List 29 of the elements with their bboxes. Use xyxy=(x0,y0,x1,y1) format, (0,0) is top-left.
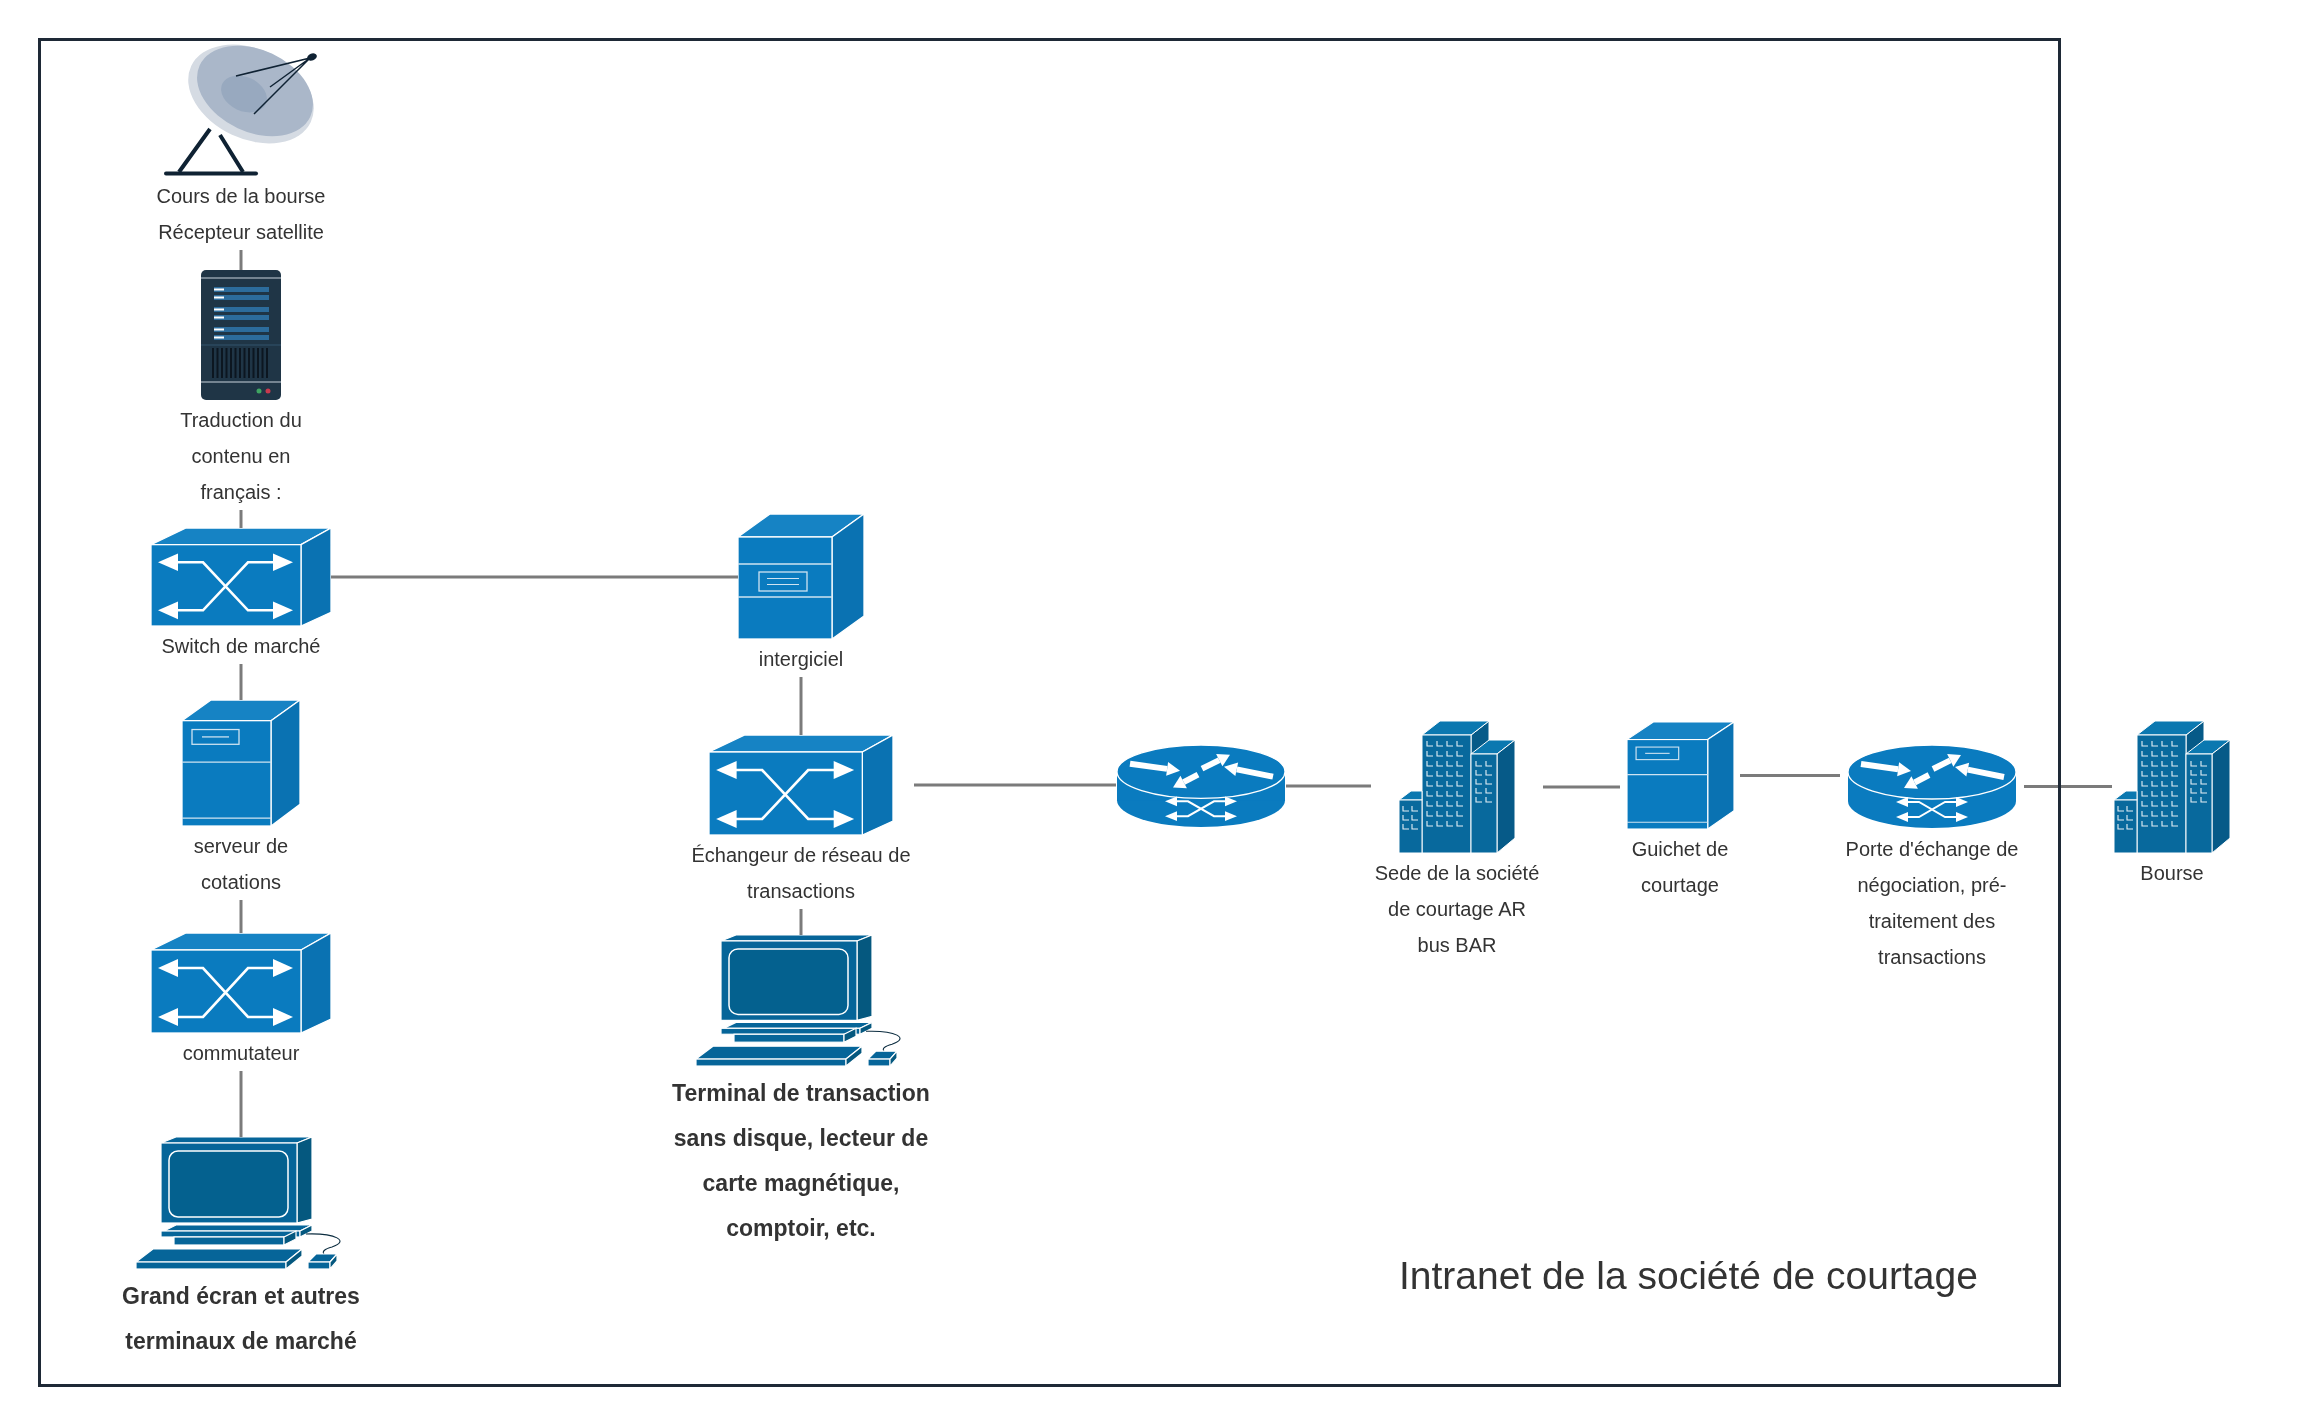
device-label: Cours de la bourse Récepteur satellite xyxy=(155,184,327,245)
connector-line xyxy=(239,1071,243,1137)
boundary-frame xyxy=(38,38,2061,1387)
device-label: commutateur xyxy=(181,1041,301,1066)
connector-line xyxy=(799,677,803,735)
device-label: Grand écran et autres terminaux de marché xyxy=(121,1282,361,1356)
connector-line xyxy=(239,900,243,933)
connector-line xyxy=(2024,785,2112,788)
connector-line xyxy=(1286,784,1371,788)
device-label: Porte d'échange de négociation, pré-traitement des transactions xyxy=(1844,837,2020,970)
device-label: intergiciel xyxy=(757,647,845,672)
device-label: Traduction du contenu en français : xyxy=(179,408,303,505)
connector-line xyxy=(914,783,1116,787)
router-icon xyxy=(1116,744,1286,828)
device-label: Terminal de transaction sans disque, lecteur de carte magnétique, comptoir, etc. xyxy=(671,1079,931,1243)
device-label: Switch de marché xyxy=(160,634,322,659)
device-label: Guichet de courtage xyxy=(1630,837,1730,898)
device-label: Échangeur de réseau de transactions xyxy=(690,843,912,904)
connector-line xyxy=(1543,785,1620,789)
frame-title: Intranet de la société de courtage xyxy=(1399,1253,1978,1299)
connector-line xyxy=(239,510,243,528)
connector-line xyxy=(239,250,243,270)
connector-line xyxy=(1740,774,1840,777)
device-label: serveur de cotations xyxy=(192,834,290,895)
connector-line xyxy=(331,575,738,579)
device-label: Bourse xyxy=(2139,861,2205,886)
connector-line xyxy=(799,909,803,935)
connector-line xyxy=(239,664,243,700)
device-label: Sede de la société de courtage AR bus BAR xyxy=(1373,861,1541,958)
